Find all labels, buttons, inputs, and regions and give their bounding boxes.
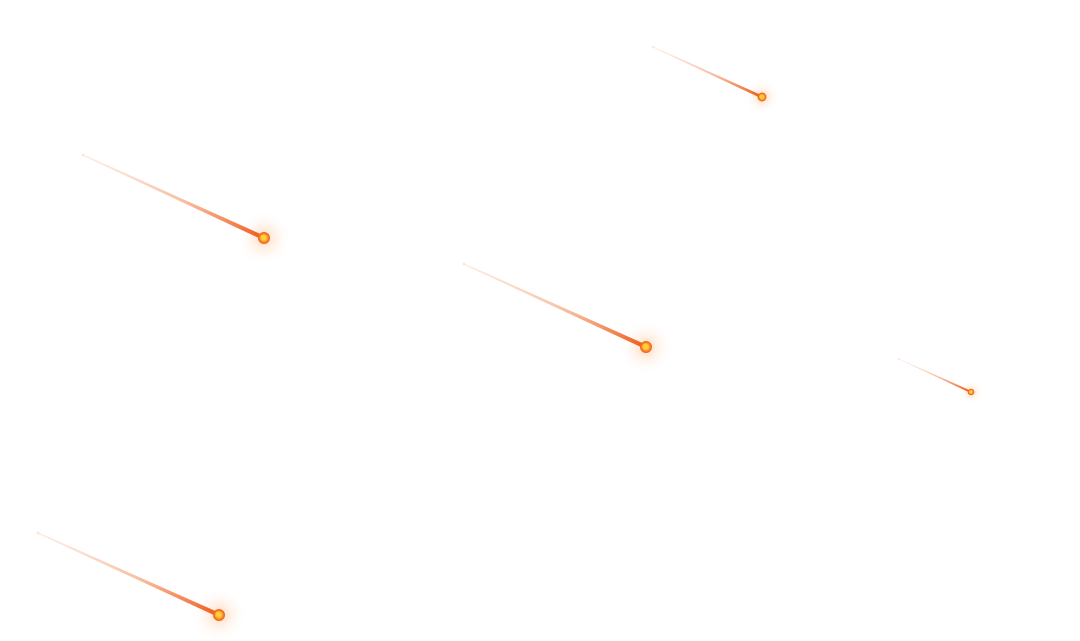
meteor (81, 153, 292, 266)
meteor-trail (463, 263, 647, 349)
meteor (898, 358, 983, 404)
meteor-core (969, 390, 972, 393)
meteor (462, 262, 674, 375)
meteor-trail (37, 532, 220, 617)
meteor-tail-cap (462, 262, 466, 266)
meteor-trail (652, 46, 763, 99)
meteor-tail-cap (36, 531, 40, 535)
meteor-tail-cap (81, 153, 85, 157)
meteor-core (260, 234, 266, 240)
meteor-core (759, 94, 764, 99)
meteor-trail (898, 358, 972, 393)
meteor-trail (82, 154, 265, 240)
meteor-core (642, 343, 648, 349)
meteor-core (215, 611, 221, 617)
meteor (651, 45, 780, 115)
meteor-group (36, 45, 983, 641)
meteor (36, 531, 247, 641)
meteor-tail-cap (651, 45, 655, 49)
meteor-tail-cap (898, 358, 900, 360)
